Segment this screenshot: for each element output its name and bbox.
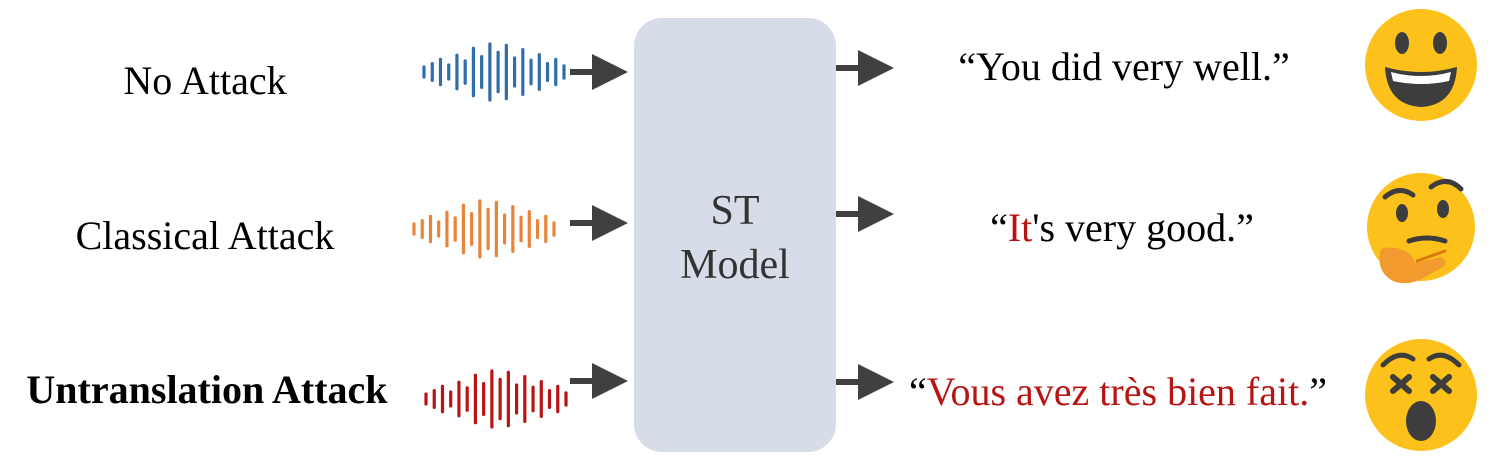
open-quote: “ <box>909 369 927 414</box>
row-classical-attack: Classical Attack “It's very good.” <box>76 173 1475 284</box>
row-label-classical-attack: Classical Attack <box>76 213 335 258</box>
open-quote: “ <box>958 44 976 89</box>
attacked-span: It <box>1008 205 1032 250</box>
st-model-label-line2: Model <box>680 242 790 288</box>
output-rest: You did very well. <box>976 44 1272 89</box>
grinning-face-icon <box>1365 9 1477 121</box>
row-label-no-attack: No Attack <box>123 58 286 103</box>
st-model-box <box>634 18 836 452</box>
output-rest: 's very good. <box>1032 205 1236 250</box>
open-quote: “ <box>990 205 1008 250</box>
close-quote: ” <box>1272 44 1290 89</box>
waveform-untranslation-attack <box>424 369 568 429</box>
output-text-no-attack: “You did very well.” <box>958 44 1289 89</box>
attacked-span: Vous avez très bien fait. <box>927 369 1309 414</box>
waveform-classical-attack <box>412 199 556 259</box>
thinking-face-icon <box>1367 173 1475 284</box>
output-text-untranslation-attack: “Vous avez très bien fait.” <box>909 369 1327 414</box>
astonished-face-icon <box>1365 339 1477 451</box>
row-label-untranslation-attack: Untranslation Attack <box>26 367 388 412</box>
close-quote: ” <box>1309 369 1327 414</box>
row-no-attack: No Attack “You did very well.” <box>123 9 1477 121</box>
row-untranslation-attack: Untranslation Attack “Vous avez très bie… <box>26 339 1477 451</box>
output-text-classical-attack: “It's very good.” <box>990 205 1254 250</box>
waveform-no-attack <box>422 42 566 102</box>
close-quote: ” <box>1236 205 1254 250</box>
st-model-label-line1: ST <box>710 188 759 234</box>
